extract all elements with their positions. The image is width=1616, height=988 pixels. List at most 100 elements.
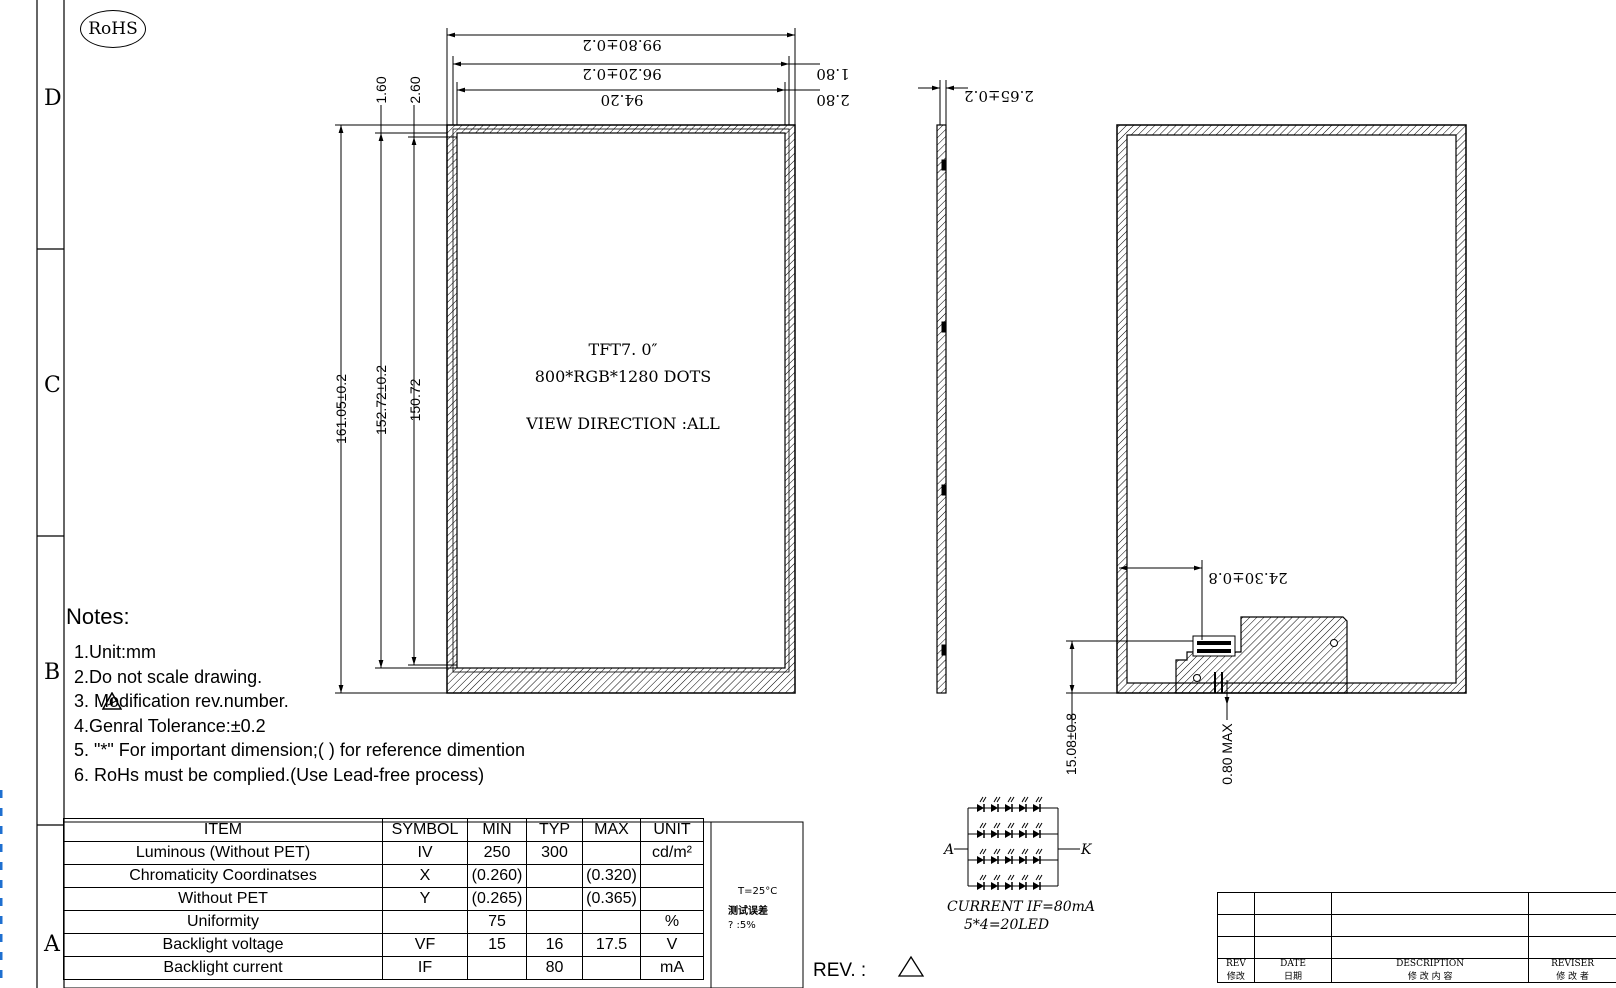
- led-diode-icon: [991, 848, 1001, 864]
- table-row: Uniformity 75 %: [63, 910, 704, 934]
- cell-unit: [640, 864, 704, 888]
- test-error-label: 测试误差: [728, 906, 768, 917]
- dim-fpc-height: 15.08±0.8: [1063, 713, 1079, 775]
- rev-col-desc-cn: 修 改 内 容: [1407, 972, 1453, 982]
- cell-min: (0.265): [467, 887, 527, 911]
- header-min: MIN: [467, 818, 527, 842]
- cell-max: 17.5: [582, 933, 641, 957]
- rohs-badge: RoHS: [80, 10, 146, 48]
- table-row: Backlight voltage VF 15 16 17.5 V: [63, 933, 704, 957]
- dim-fpc-offset: 24.30±0.8: [1208, 569, 1287, 587]
- table-row: Chromaticity Coordinatses X (0.260) (0.3…: [63, 864, 704, 888]
- zone-label-c: C: [44, 373, 61, 398]
- dim-width-outer: 99.80±0.2: [582, 36, 661, 54]
- back-view: [1116, 124, 1467, 694]
- cell-item: Without PET: [63, 887, 383, 911]
- zone-label-d: D: [44, 86, 62, 111]
- cell-item: Luminous (Without PET): [63, 841, 383, 865]
- led-array: [977, 796, 1043, 890]
- cell-item: Backlight current: [63, 956, 383, 980]
- rev-col-reviser-cn: 修 改 者: [1556, 972, 1589, 982]
- dim-height-inner: 150.72: [407, 378, 423, 421]
- led-diode-icon: [977, 874, 987, 890]
- cell-unit: cd/m²: [640, 841, 704, 865]
- cell-max: (0.365): [582, 887, 641, 911]
- dim-width-inner: 94.20: [601, 91, 644, 109]
- cell-unit: [640, 887, 704, 911]
- note-item: 3. Modification rev.number.: [74, 691, 289, 711]
- table-header-row: ITEM SYMBOL MIN TYP MAX UNIT: [63, 818, 704, 842]
- warning-triangle-icon: [102, 692, 122, 710]
- header-item: ITEM: [63, 818, 383, 842]
- product-title: TFT7. 0″: [589, 340, 658, 359]
- note-item: 1.Unit:mm: [74, 642, 157, 662]
- cell-typ: 16: [526, 933, 583, 957]
- cell-min: (0.260): [467, 864, 527, 888]
- led-current-label: CURRENT IF=80mA: [947, 899, 1095, 915]
- led-schematic: [954, 807, 1080, 887]
- back-dimensions: [1066, 560, 1230, 730]
- front-active-area: [456, 132, 786, 669]
- cell-min: [467, 956, 527, 980]
- dim-top-1: 1.60: [373, 76, 389, 103]
- led-diode-icon: [1033, 848, 1043, 864]
- dim-thickness: 2.65±0.2: [964, 87, 1034, 105]
- led-diode-icon: [977, 796, 987, 812]
- led-count-label: 5*4=20LED: [964, 917, 1049, 933]
- front-dimensions: [335, 28, 820, 694]
- note-item: 6. RoHs must be complied.(Use Lead-free …: [74, 764, 485, 785]
- note-item: 4.Genral Tolerance:±0.2: [74, 715, 266, 736]
- cell-unit: mA: [640, 956, 704, 980]
- dim-right-1: 1.80: [816, 65, 849, 83]
- led-diode-icon: [991, 796, 1001, 812]
- cell-min: 250: [467, 841, 527, 865]
- front-view: [446, 124, 796, 694]
- cell-unit: %: [640, 910, 704, 934]
- rev-col-date: DATE: [1280, 959, 1306, 969]
- cell-typ: 80: [526, 956, 583, 980]
- test-temperature: T=25°C: [738, 886, 778, 897]
- test-error-value: ? :5%: [728, 920, 756, 931]
- drawing-frame: [0, 0, 65, 988]
- cell-min: 75: [467, 910, 527, 934]
- note-item-revision: 3. Modification rev.number.: [74, 689, 525, 714]
- led-diode-icon: [977, 848, 987, 864]
- cell-typ: [526, 910, 583, 934]
- cell-item: Uniformity: [63, 910, 383, 934]
- view-direction: VIEW DIRECTION :ALL: [525, 414, 720, 433]
- led-diode-icon: [977, 822, 987, 838]
- led-diode-icon: [1005, 796, 1015, 812]
- cell-typ: [526, 864, 583, 888]
- spec-table: ITEM SYMBOL MIN TYP MAX UNIT Luminous (W…: [63, 818, 704, 980]
- cell-symbol: Y: [382, 887, 468, 911]
- led-diode-icon: [1005, 848, 1015, 864]
- led-diode-icon: [1005, 874, 1015, 890]
- header-unit: UNIT: [640, 818, 704, 842]
- revision-triangle-icon: [897, 955, 925, 977]
- cell-min: 15: [467, 933, 527, 957]
- rev-col-desc: DESCRIPTION: [1396, 959, 1465, 969]
- anode-label: A: [942, 842, 954, 858]
- led-diode-icon: [1033, 874, 1043, 890]
- dim-width-mid: 96.20±0.2: [582, 65, 661, 83]
- rev-col-rev: REV: [1225, 959, 1246, 969]
- dim-height-outer: 161.05±0.2: [333, 374, 349, 444]
- note-item: 2.Do not scale drawing.: [74, 666, 263, 687]
- led-diode-icon: [1019, 822, 1029, 838]
- led-diode-icon: [1019, 874, 1029, 890]
- led-diode-icon: [991, 874, 1001, 890]
- dim-top-2: 2.60: [407, 76, 423, 103]
- led-diode-icon: [1033, 822, 1043, 838]
- led-diode-icon: [1019, 796, 1029, 812]
- dim-fpc-max: 0.80 MAX: [1219, 723, 1235, 785]
- table-row: Without PET Y (0.265) (0.365): [63, 887, 704, 911]
- cell-typ: [526, 887, 583, 911]
- cathode-label: K: [1080, 842, 1093, 858]
- header-symbol: SYMBOL: [382, 818, 468, 842]
- rev-col-rev-cn: 修改: [1226, 972, 1245, 982]
- cell-symbol: IF: [382, 956, 468, 980]
- cell-symbol: [382, 910, 468, 934]
